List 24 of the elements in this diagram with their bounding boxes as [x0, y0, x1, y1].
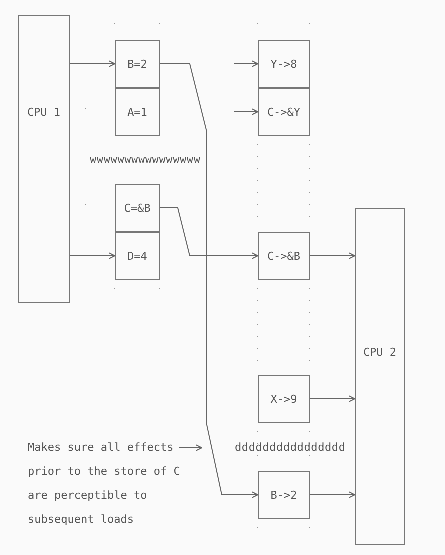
cpu-box: CPU 1	[18, 15, 70, 303]
memory-cell-box: Y->8	[258, 40, 310, 88]
arrow	[310, 492, 356, 498]
arrow	[70, 60, 116, 68]
arrow	[234, 60, 259, 68]
arrow	[310, 252, 356, 260]
write-barrier-marks: wwwwwwwwwwwwwwww	[90, 153, 201, 166]
memory-cell-box: B->2	[258, 471, 310, 519]
memory-cell-box: A=1	[115, 88, 160, 136]
arrow	[160, 64, 259, 498]
memory-cell-box: B=2	[115, 40, 160, 88]
memory-cell-box: C->&B	[258, 232, 310, 280]
memory-cell-box: D=4	[115, 232, 160, 280]
arrow	[160, 208, 259, 260]
memory-cell-box: C->&Y	[258, 88, 310, 136]
arrow	[178, 444, 203, 452]
arrow	[310, 396, 356, 402]
read-barrier-marks: dddddddddddddddd	[235, 441, 346, 454]
cpu-box: CPU 2	[355, 208, 405, 545]
memory-cell-box: X->9	[258, 375, 310, 423]
arrow	[234, 108, 259, 116]
arrow	[70, 252, 116, 260]
memory-cell-box: C=&B	[115, 184, 160, 232]
note-text: Makes sure all effects prior to the store of C are perceptible to subsequent loads	[28, 440, 182, 528]
